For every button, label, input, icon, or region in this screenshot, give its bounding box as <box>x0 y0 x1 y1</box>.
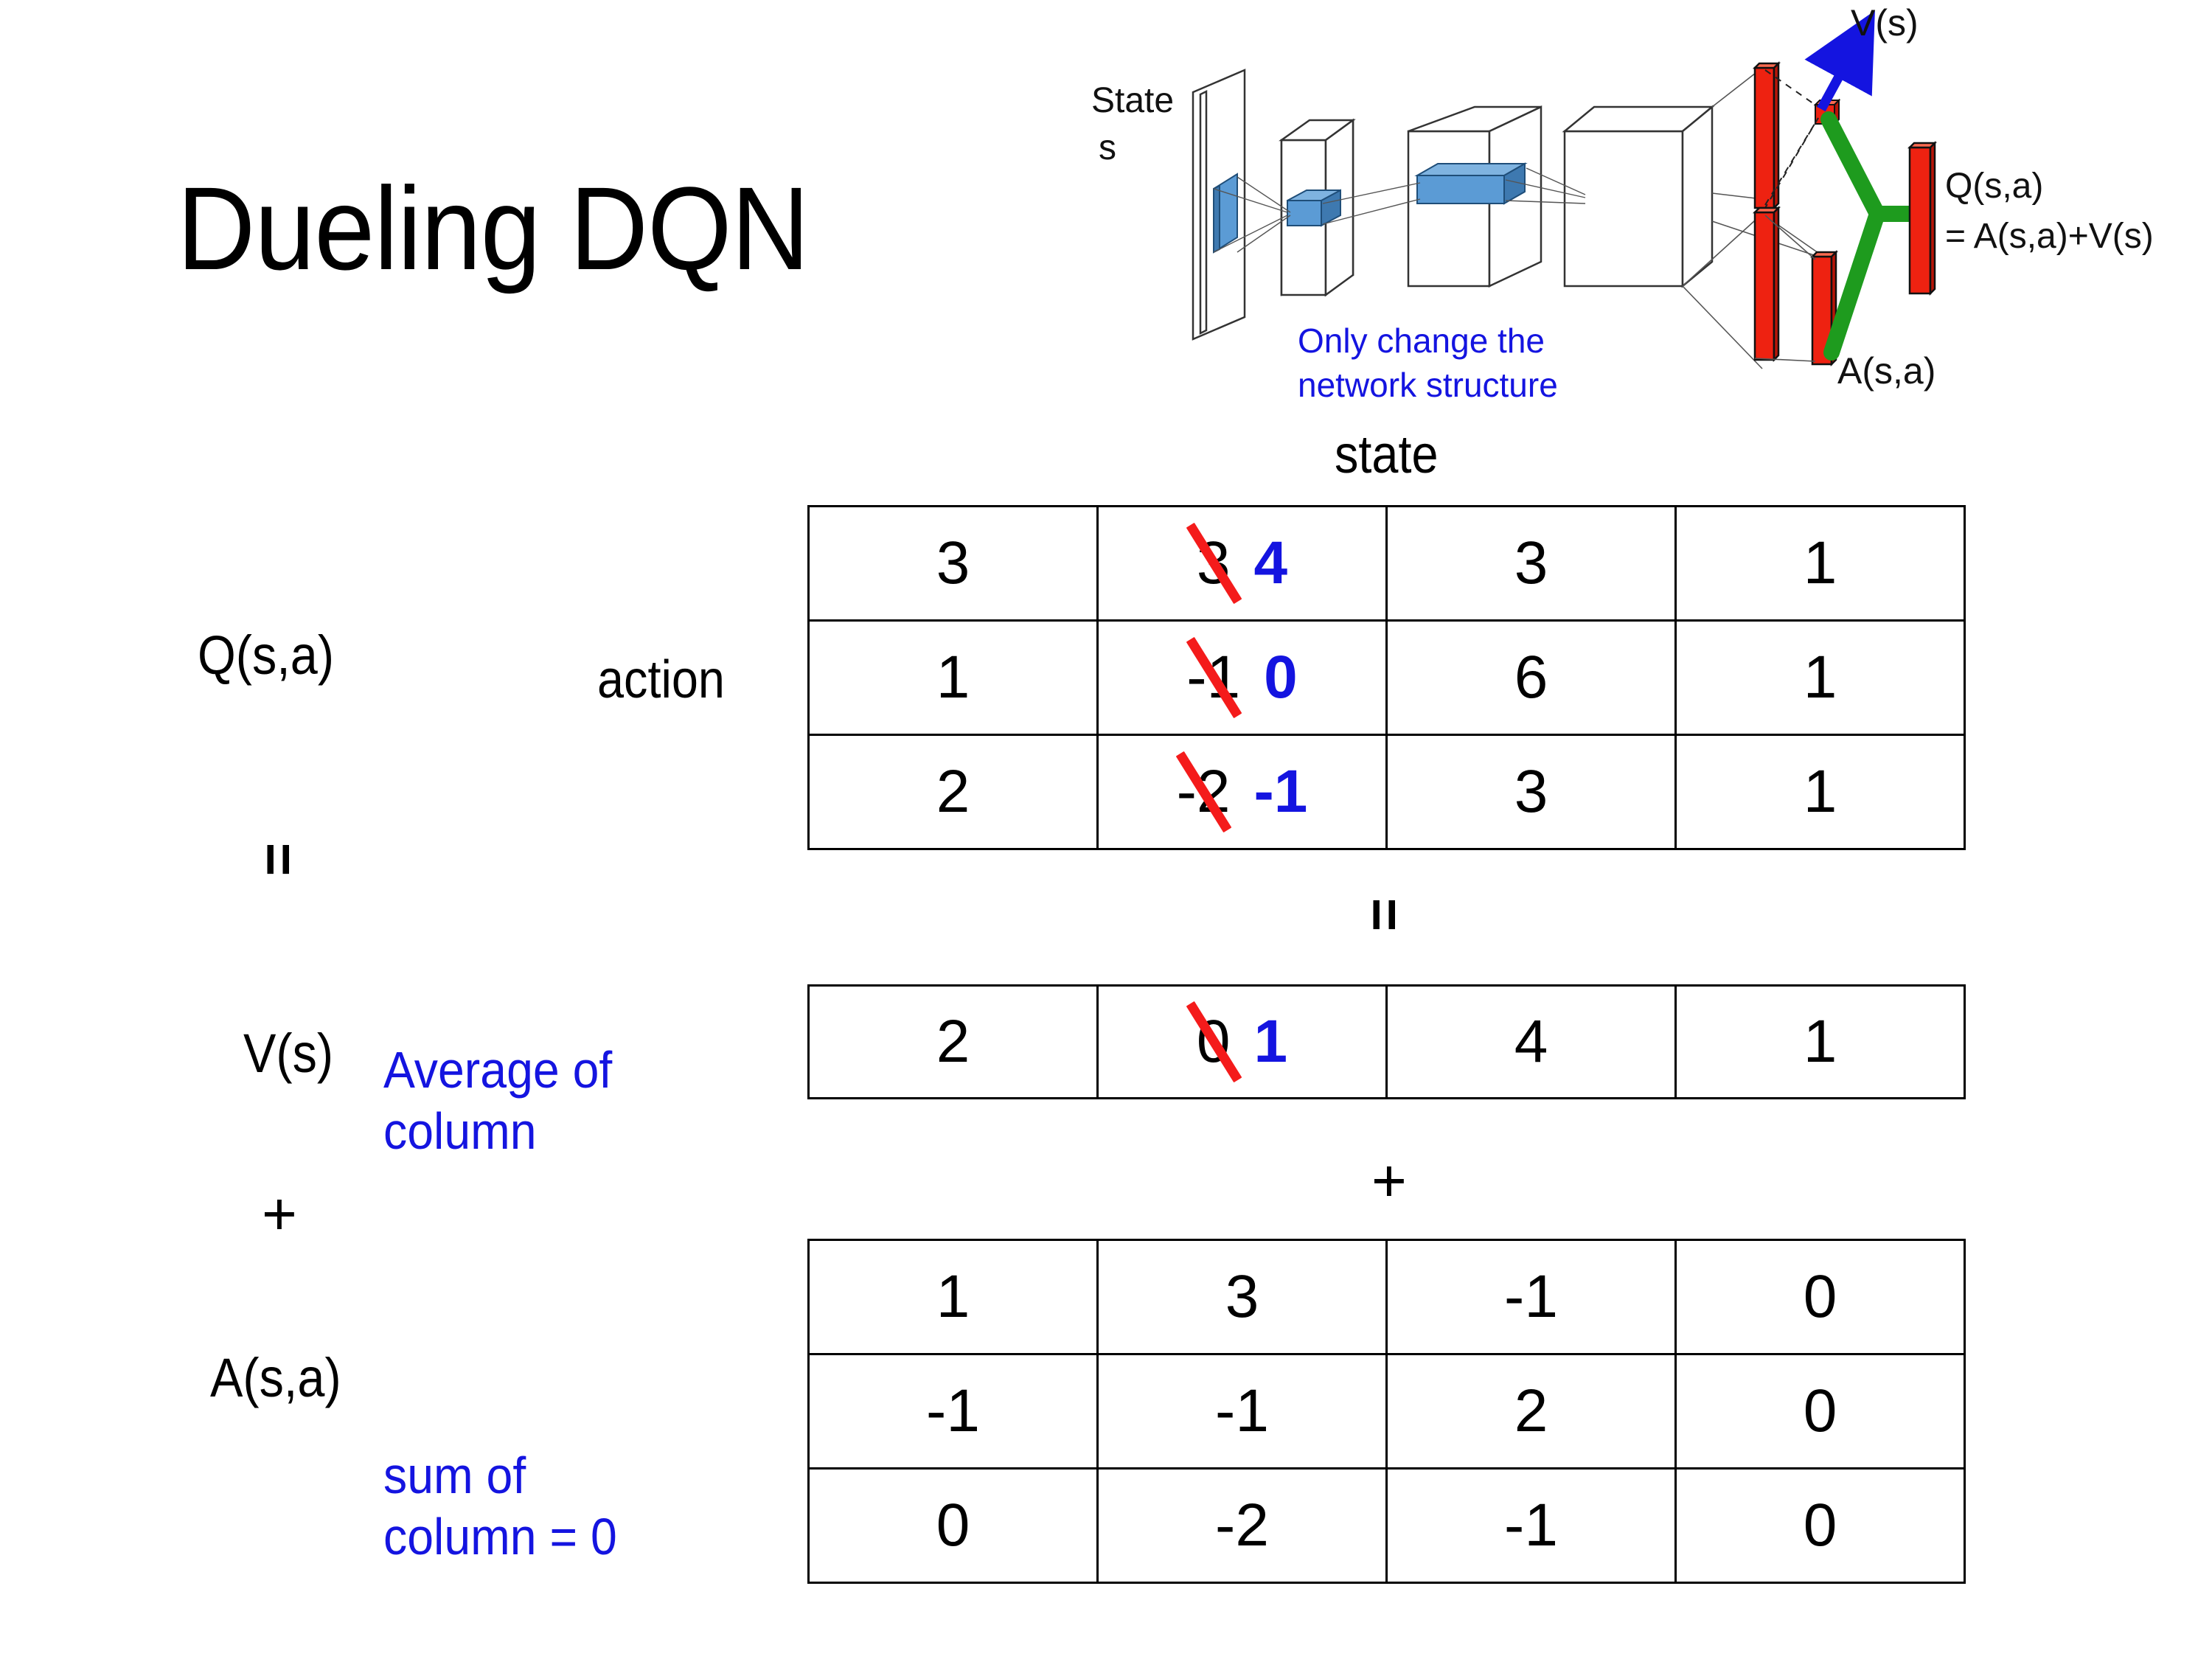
conv-block-2-icon <box>1407 105 1543 288</box>
state-label-line2: s <box>1099 128 1116 167</box>
table-row: 0 -2 -1 0 <box>807 1467 1966 1584</box>
advantage-output-label: A(s,a) <box>1837 350 1935 392</box>
value-dashed-lines <box>1764 69 1819 209</box>
value-arrow-icon <box>1804 10 1875 112</box>
q-cell-old-value: -2 <box>1176 758 1231 825</box>
v-cell-c1[interactable]: 0 1 <box>1096 984 1388 1099</box>
a-cell-r0c3[interactable]: 0 <box>1674 1239 1966 1355</box>
q-cell-r0c3[interactable]: 1 <box>1674 505 1966 622</box>
value-output-label: V(s) <box>1851 2 1919 44</box>
a-cell-r1c2[interactable]: 2 <box>1385 1353 1677 1470</box>
input-patch-icon <box>1213 173 1238 254</box>
q-cell-r1c2[interactable]: 6 <box>1385 619 1677 736</box>
q-cell-new-value: -1 <box>1253 758 1308 825</box>
q-cell-old-value: 3 <box>1196 529 1231 597</box>
q-function-label: Q(s,a) <box>198 625 335 686</box>
q-cell-r2c0[interactable]: 2 <box>807 734 1099 850</box>
q-cell-new-value: 4 <box>1253 529 1288 597</box>
a-cell-r0c2[interactable]: -1 <box>1385 1239 1677 1355</box>
conv-patch-1-icon <box>1287 189 1341 227</box>
q-output-label-line1: Q(s,a) <box>1945 167 2043 206</box>
state-axis-label: state <box>1335 425 1439 484</box>
state-label-line1: State <box>1091 81 1174 120</box>
q-cell-r0c1[interactable]: 3 4 <box>1096 505 1388 622</box>
plus-sign-middle: + <box>1371 1147 1407 1214</box>
a-cell-r2c3[interactable]: 0 <box>1674 1467 1966 1584</box>
equals-sign-middle: = <box>1352 897 1418 932</box>
v-cell-old-value: 0 <box>1196 1008 1231 1075</box>
a-cell-r0c0[interactable]: 1 <box>807 1239 1099 1355</box>
a-cell-r1c3[interactable]: 0 <box>1674 1353 1966 1470</box>
q-value-table: 3 3 4 3 1 1 -1 0 6 <box>807 505 1966 850</box>
v-value-table: 2 0 1 4 1 <box>807 984 1966 1099</box>
a-cell-r2c0[interactable]: 0 <box>807 1467 1099 1584</box>
diagram-note-line1: Only change the <box>1298 321 1545 360</box>
connection-lines <box>1213 167 1586 253</box>
a-function-label: A(s,a) <box>210 1347 341 1408</box>
q-cell-r1c3[interactable]: 1 <box>1674 619 1966 736</box>
value-stream-bar-icon <box>1752 60 1781 211</box>
q-cell-r0c2[interactable]: 3 <box>1385 505 1677 622</box>
page-title: Dueling DQN <box>177 162 810 294</box>
v-cell-c0[interactable]: 2 <box>807 984 1099 1099</box>
q-cell-r2c2[interactable]: 3 <box>1385 734 1677 850</box>
diagram-note-line2: network structure <box>1298 366 1558 404</box>
conv-block-3-icon <box>1562 105 1715 288</box>
v-cell-new-value: 1 <box>1253 1008 1288 1075</box>
q-output-label-line2: = A(s,a)+V(s) <box>1945 217 2154 256</box>
a-value-table: 1 3 -1 0 -1 -1 2 0 0 -2 -1 0 <box>807 1239 1966 1584</box>
table-row: -1 -1 2 0 <box>807 1353 1966 1470</box>
q-cell-r2c3[interactable]: 1 <box>1674 734 1966 850</box>
q-cell-old-value: -1 <box>1186 644 1241 711</box>
equals-sign-left: = <box>246 842 312 877</box>
a-cell-r1c1[interactable]: -1 <box>1096 1353 1388 1470</box>
conv-patch-2-icon <box>1414 162 1528 205</box>
q-output-bar-icon <box>1907 140 1938 296</box>
table-row: 3 3 4 3 1 <box>807 505 1966 622</box>
plus-sign-left: + <box>262 1180 297 1248</box>
v-cell-c3[interactable]: 1 <box>1674 984 1966 1099</box>
q-cell-r2c1[interactable]: -2 -1 <box>1096 734 1388 850</box>
a-cell-r1c0[interactable]: -1 <box>807 1353 1099 1470</box>
table-row: 2 -2 -1 3 1 <box>807 734 1966 850</box>
a-cell-r0c1[interactable]: 3 <box>1096 1239 1388 1355</box>
table-row: 2 0 1 4 1 <box>807 984 1966 1099</box>
note-sum-of-column: sum of column = 0 <box>383 1447 617 1565</box>
action-axis-label: action <box>597 650 725 709</box>
v-function-label: V(s) <box>243 1023 334 1084</box>
q-cell-r1c1[interactable]: -1 0 <box>1096 619 1388 736</box>
q-cell-r1c0[interactable]: 1 <box>807 619 1099 736</box>
dueling-network-diagram: State s Only change the network structur… <box>1069 0 2212 413</box>
advantage-stream-bar-icon <box>1752 205 1781 363</box>
advantage-connect-lines <box>1754 215 1816 362</box>
q-cell-new-value: 0 <box>1264 644 1298 711</box>
a-cell-r2c1[interactable]: -2 <box>1096 1467 1388 1584</box>
v-cell-c2[interactable]: 4 <box>1385 984 1677 1099</box>
table-row: 1 3 -1 0 <box>807 1239 1966 1355</box>
note-average-of-column: Average of column <box>383 1041 613 1160</box>
green-merge-icon <box>1820 111 1918 361</box>
table-row: 1 -1 0 6 1 <box>807 619 1966 736</box>
a-cell-r2c2[interactable]: -1 <box>1385 1467 1677 1584</box>
q-cell-r0c0[interactable]: 3 <box>807 505 1099 622</box>
